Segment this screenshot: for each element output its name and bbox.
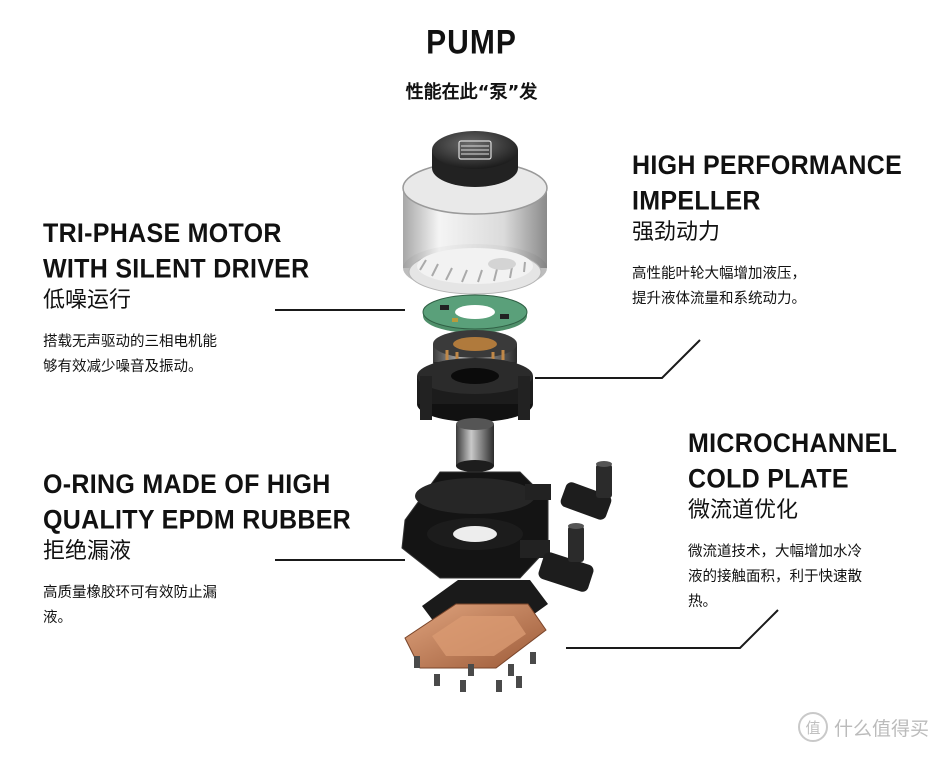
coldplate-title-line2: COLD PLATE bbox=[688, 463, 849, 495]
pump-base bbox=[401, 471, 551, 579]
pcb-driver-board bbox=[422, 294, 528, 333]
page-title: PUMP bbox=[426, 23, 517, 62]
coldplate-desc-line2: 液的接触面积，利于快速散 bbox=[688, 569, 862, 585]
motor-title-cn: 低噪运行 bbox=[43, 288, 132, 313]
leader-line-coldplate bbox=[566, 609, 779, 649]
motor-description: 搭载无声驱动的三相电机能 够有效减少噪音及振动。 bbox=[43, 330, 310, 380]
callout-motor: TRI-PHASE MOTOR WITH SILENT DRIVER 低噪运行 … bbox=[43, 216, 310, 380]
callout-coldplate: MICROCHANNEL COLD PLATE 微流道优化 微流道技术，大幅增加… bbox=[688, 426, 897, 615]
page-subtitle: 性能在此“泵”发 bbox=[405, 82, 538, 103]
motor-title-line2: WITH SILENT DRIVER bbox=[43, 253, 310, 285]
impeller-desc-line1: 高性能叶轮大幅增加液压， bbox=[632, 266, 806, 282]
impeller-description: 高性能叶轮大幅增加液压， 提升液体流量和系统动力。 bbox=[632, 262, 902, 312]
coldplate-description: 微流道技术，大幅增加水冷 液的接触面积，利于快速散 热。 bbox=[688, 540, 897, 615]
hose-fitting-top bbox=[560, 461, 612, 520]
oring-description: 高质量橡胶环可有效防止漏 液。 bbox=[43, 581, 351, 631]
oring-title-cn: 拒绝漏液 bbox=[43, 539, 132, 564]
coldplate-desc-line1: 微流道技术，大幅增加水冷 bbox=[688, 544, 862, 560]
coldplate-title-line1: MICROCHANNEL bbox=[688, 428, 898, 459]
hose-fitting-bottom bbox=[538, 523, 594, 592]
callout-impeller: HIGH PERFORMANCE IMPELLER 强劲动力 高性能叶轮大幅增加… bbox=[632, 148, 902, 312]
oring-title-line2: QUALITY EPDM RUBBER bbox=[43, 504, 352, 536]
watermark-text: 什么值得买 bbox=[833, 717, 929, 740]
impeller-title-line1: HIGH PERFORMANCE bbox=[632, 150, 903, 181]
impeller-desc-line2: 提升液体流量和系统动力。 bbox=[632, 291, 806, 307]
watermark: 值 什么值得买 bbox=[797, 712, 929, 742]
impeller-title-line2: IMPELLER bbox=[632, 185, 761, 217]
callout-oring: O-RING MADE OF HIGH QUALITY EPDM RUBBER … bbox=[43, 467, 351, 631]
motor-desc-line1: 搭载无声驱动的三相电机能 bbox=[43, 334, 217, 350]
watermark-icon: 值 bbox=[797, 712, 828, 742]
oring-desc-line1: 高质量橡胶环可有效防止漏 bbox=[43, 585, 217, 601]
oring-title-line1: O-RING MADE OF HIGH bbox=[43, 469, 331, 500]
cooler-master-logo bbox=[458, 140, 492, 160]
coldplate-title: MICROCHANNEL COLD PLATE bbox=[688, 426, 897, 497]
motor-desc-line2: 够有效减少噪音及振动。 bbox=[43, 359, 203, 375]
oring-desc-line2: 液。 bbox=[43, 610, 72, 626]
motor-title: TRI-PHASE MOTOR WITH SILENT DRIVER bbox=[43, 216, 310, 287]
copper-cold-plate bbox=[404, 603, 547, 669]
coldplate-desc-line3: 热。 bbox=[688, 594, 717, 610]
shaft-bearing bbox=[456, 418, 494, 472]
coldplate-title-cn: 微流道优化 bbox=[688, 498, 799, 523]
impeller-title-cn: 强劲动力 bbox=[632, 220, 721, 245]
oring-title: O-RING MADE OF HIGH QUALITY EPDM RUBBER bbox=[43, 467, 351, 538]
mounting-screws bbox=[414, 652, 536, 692]
impeller bbox=[408, 248, 542, 295]
impeller-title: HIGH PERFORMANCE IMPELLER bbox=[632, 148, 902, 219]
motor-bracket bbox=[417, 358, 533, 422]
motor-title-line1: TRI-PHASE MOTOR bbox=[43, 218, 282, 249]
leader-line-impeller bbox=[535, 339, 701, 379]
